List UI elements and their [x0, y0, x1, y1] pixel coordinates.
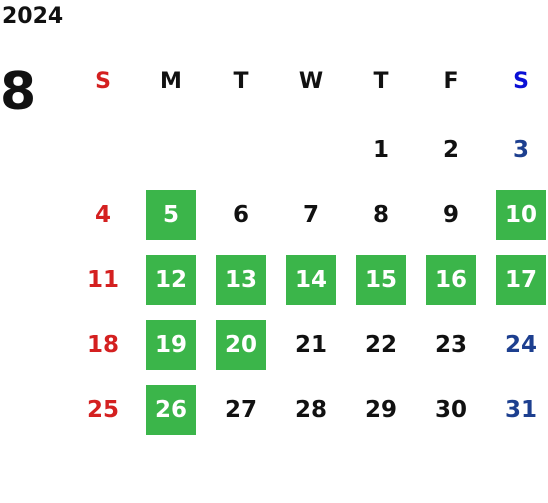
weekday-header-row: S M T W T F S — [68, 54, 548, 104]
day-cell-highlighted: 15 — [356, 255, 406, 305]
day-cell: 1 — [372, 137, 389, 163]
day-cell-highlighted: 12 — [146, 255, 196, 305]
day-cell: 22 — [364, 332, 397, 358]
day-cell-highlighted: 10 — [496, 190, 546, 240]
day-cell-highlighted: 19 — [146, 320, 196, 370]
day-cell — [78, 125, 128, 175]
weekday-tuesday: T — [233, 68, 249, 94]
weekday-thursday: T — [373, 68, 389, 94]
year-label: 2024 — [2, 4, 64, 29]
weekday-sunday: S — [95, 68, 111, 94]
week-row-3: 11 12 13 14 15 16 17 — [68, 255, 548, 305]
day-cell: 21 — [294, 332, 327, 358]
weekday-friday: F — [443, 68, 459, 94]
week-row-2: 4 5 6 7 8 9 10 — [68, 190, 548, 240]
day-cell: 28 — [294, 397, 327, 423]
day-cell: 8 — [372, 202, 389, 228]
day-cell: 7 — [302, 202, 319, 228]
day-cell: 18 — [86, 332, 119, 358]
day-cell: 6 — [232, 202, 249, 228]
day-cell: 2 — [442, 137, 459, 163]
day-cell: 30 — [434, 397, 467, 423]
day-cell-highlighted: 26 — [146, 385, 196, 435]
day-cell-highlighted: 16 — [426, 255, 476, 305]
weekday-saturday: S — [513, 68, 529, 94]
day-cell: 23 — [434, 332, 467, 358]
week-row-4: 18 19 20 21 22 23 24 — [68, 320, 548, 370]
day-cell: 27 — [224, 397, 257, 423]
day-cell — [146, 125, 196, 175]
weekday-wednesday: W — [298, 68, 324, 94]
week-row-5: 25 26 27 28 29 30 31 — [68, 385, 548, 435]
day-cell-highlighted: 14 — [286, 255, 336, 305]
day-cell: 24 — [504, 332, 537, 358]
day-cell-highlighted: 5 — [146, 190, 196, 240]
week-row-1: 1 2 3 — [68, 125, 548, 175]
weekday-monday: M — [160, 68, 182, 94]
day-cell: 29 — [364, 397, 397, 423]
day-cell: 4 — [94, 202, 111, 228]
day-cell-highlighted: 13 — [216, 255, 266, 305]
day-cell: 9 — [442, 202, 459, 228]
day-cell: 31 — [504, 397, 537, 423]
month-number: 8 — [0, 62, 37, 122]
day-cell — [286, 125, 336, 175]
day-cell: 11 — [86, 267, 119, 293]
day-cell-highlighted: 17 — [496, 255, 546, 305]
day-cell-highlighted: 20 — [216, 320, 266, 370]
day-cell: 25 — [86, 397, 119, 423]
day-cell: 3 — [512, 137, 529, 163]
day-cell — [216, 125, 266, 175]
